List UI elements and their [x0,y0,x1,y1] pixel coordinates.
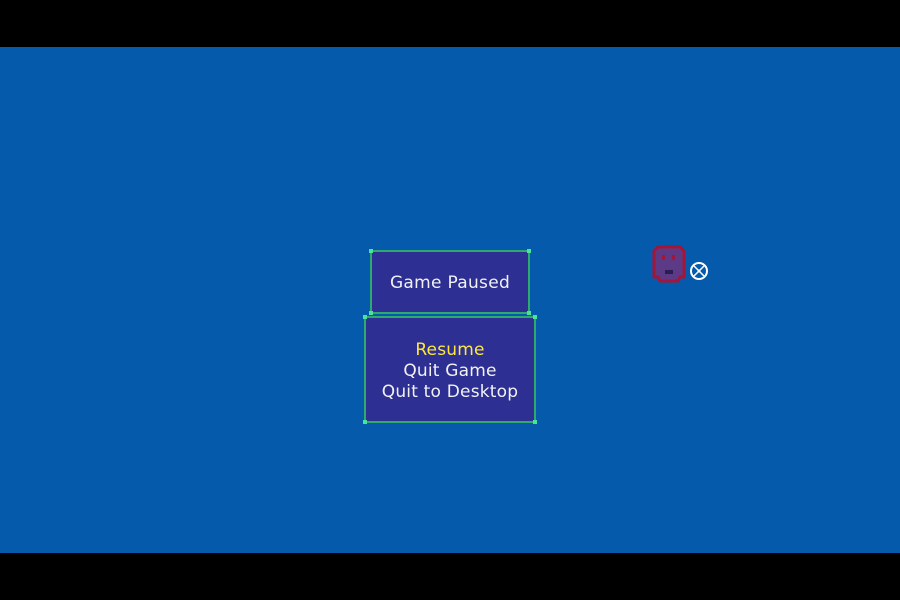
panel-corner [527,249,531,253]
panel-corner [533,420,537,424]
red-blob-character-icon [652,245,686,283]
quit-game-menu-item[interactable]: Quit Game [403,361,497,381]
panel-corner [369,249,373,253]
crosshair-cursor-icon [690,262,708,280]
panel-corner [527,311,531,315]
panel-corner [533,315,537,319]
bottom-letterbox-bar [0,553,900,600]
player-sprite [652,245,708,283]
pause-menu-panel: Resume Quit Game Quit to Desktop [363,315,537,424]
quit-to-desktop-menu-item[interactable]: Quit to Desktop [381,382,519,402]
pause-title-panel: Game Paused [369,249,531,315]
panel-corner [369,311,373,315]
top-letterbox-bar [0,0,900,47]
panel-corner [363,315,367,319]
pause-title: Game Paused [389,273,511,293]
panel-corner [363,420,367,424]
resume-menu-item[interactable]: Resume [415,340,485,360]
